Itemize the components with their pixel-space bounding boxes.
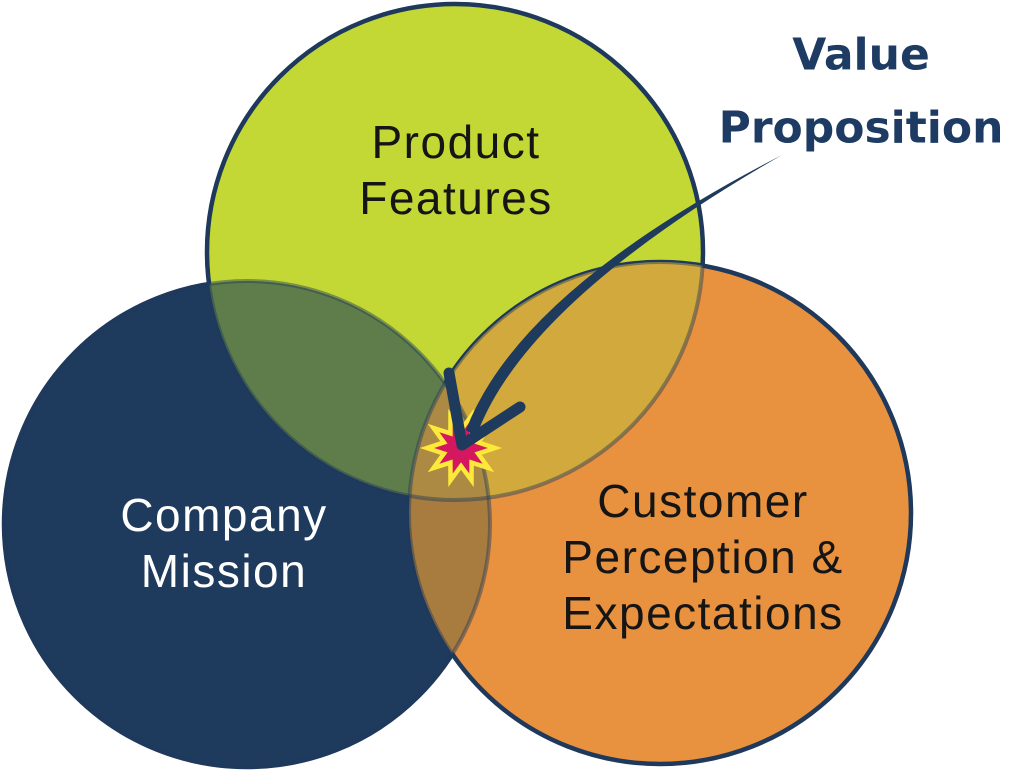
overlap-mission-product xyxy=(207,281,490,500)
inner-outlines xyxy=(2,2,913,769)
label-line: Company xyxy=(120,488,328,541)
label-line: Features xyxy=(359,172,553,224)
customer-perception-label: Customer Perception & Expectations xyxy=(562,473,843,641)
arrowhead-icon xyxy=(443,367,526,451)
label-line: Perception & xyxy=(562,530,844,583)
overlap-product-customer xyxy=(409,262,703,500)
company-mission-label: Company Mission xyxy=(120,487,327,599)
product-features-label: Product Features xyxy=(359,114,553,226)
callout-line: Proposition xyxy=(718,102,1004,153)
label-line: Expectations xyxy=(562,587,844,640)
label-line: Product xyxy=(371,115,541,168)
label-line: Customer xyxy=(597,474,809,527)
value-proposition-label: Value Proposition xyxy=(719,19,1004,164)
label-line: Mission xyxy=(140,545,308,597)
callout-line: Value xyxy=(792,29,930,81)
